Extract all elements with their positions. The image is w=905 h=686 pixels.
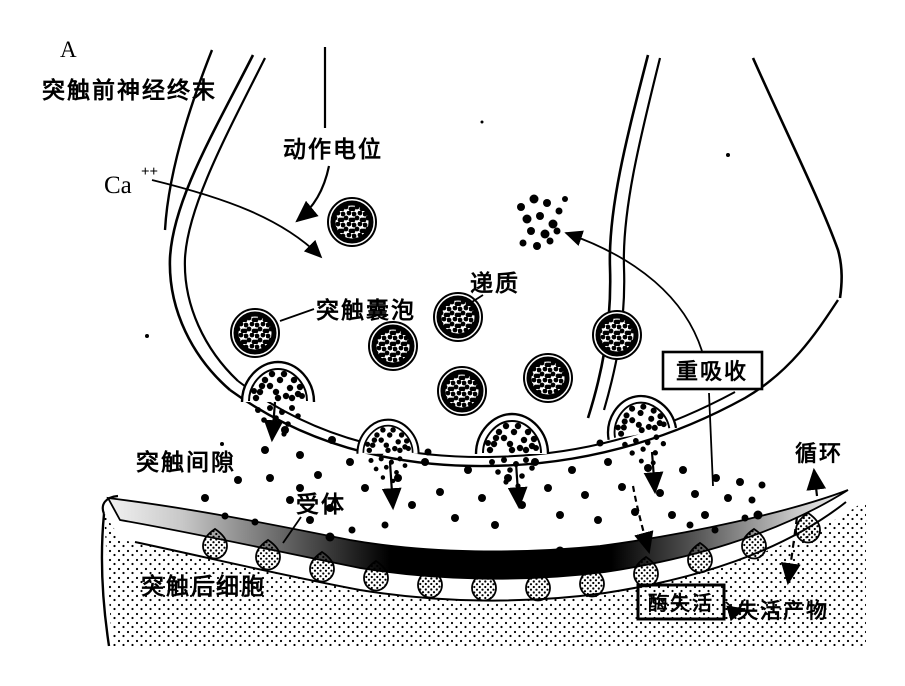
presynaptic-terminal-membrane: [163, 49, 843, 468]
reuptake-arrow: [564, 230, 703, 352]
release-arrow-3: [507, 462, 528, 510]
receptor-leader-line: [282, 516, 302, 544]
postsynaptic-cell-region: [100, 500, 866, 647]
enzyme-inactivation-box: 酶失活: [636, 583, 726, 621]
calcium-influx-arrow: [151, 179, 323, 259]
label-presynaptic-terminal: 突触前神经终末: [42, 77, 217, 103]
label-neurotransmitter: 递质: [470, 270, 520, 296]
reuptake-transmitter-cluster: [517, 194, 568, 250]
inactivation-product-arrow: [725, 601, 746, 622]
reuptake-line: [708, 392, 714, 487]
label-synaptic-cleft: 突触间隙: [136, 449, 236, 475]
postsynaptic-membrane-band: [101, 489, 849, 580]
label-calcium: Ca: [104, 172, 132, 199]
recycling-arrow: [806, 467, 827, 497]
label-action-potential: 动作电位: [283, 136, 383, 162]
label-recycling: 循环: [795, 441, 843, 466]
panel-letter: A: [60, 37, 77, 62]
label-receptor: 受体: [296, 491, 346, 517]
enzyme-inactivation-arrow: [631, 485, 654, 555]
action-potential-arrow: [295, 165, 331, 223]
label-calcium-superscript: ++: [141, 164, 158, 180]
release-arrow-4: [643, 451, 664, 495]
release-arrow-1: [263, 401, 284, 443]
reuptake-box: 重吸收: [661, 350, 764, 391]
label-synaptic-vesicle: 突触囊泡: [316, 297, 416, 323]
diffusion-into-cell-arrow: [780, 516, 801, 586]
label-postsynaptic-cell: 突触后细胞: [141, 573, 266, 599]
transmitter-leader-line: [463, 294, 484, 308]
label-inactivation-products: 失活产物: [737, 599, 829, 623]
label-reuptake: 重吸收: [676, 359, 748, 384]
label-enzyme-inactivation: 酶失活: [648, 591, 714, 615]
vesicle-leader-line: [279, 308, 315, 322]
release-arrow-2: [381, 461, 402, 511]
